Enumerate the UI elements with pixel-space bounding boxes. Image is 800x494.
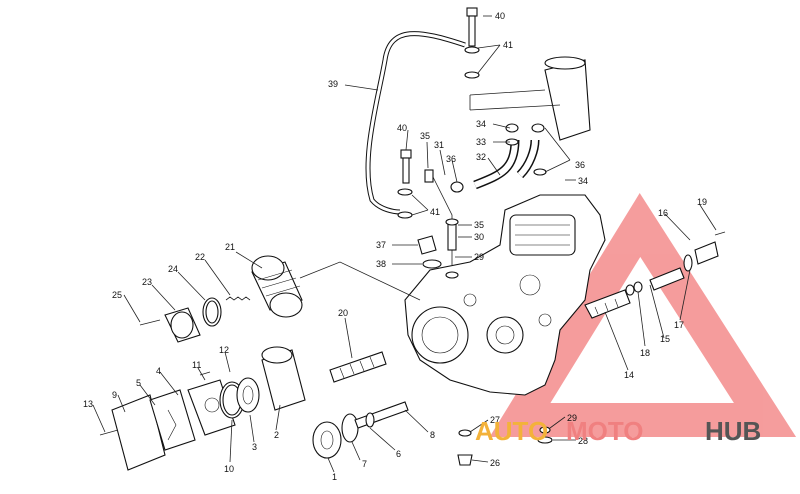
label-29: 29 bbox=[474, 252, 484, 262]
label-4: 4 bbox=[156, 366, 161, 376]
label-35: 35 bbox=[420, 131, 430, 141]
pipe-31 bbox=[424, 169, 459, 279]
drain-parts bbox=[457, 426, 553, 466]
label-40: 40 bbox=[495, 11, 505, 21]
label-24: 24 bbox=[168, 264, 178, 274]
washers-41 bbox=[397, 46, 480, 219]
label-1: 1 bbox=[332, 472, 337, 482]
label-15: 15 bbox=[660, 334, 670, 344]
label-12: 12 bbox=[219, 345, 229, 355]
spring-22 bbox=[225, 296, 251, 301]
label-38: 38 bbox=[376, 259, 386, 269]
label-23: 23 bbox=[142, 277, 152, 287]
watermark-moto: MOTO bbox=[566, 416, 644, 446]
label-31: 31 bbox=[434, 140, 444, 150]
label-6: 6 bbox=[396, 449, 401, 459]
hose-32 bbox=[450, 123, 547, 193]
label-35: 35 bbox=[474, 220, 484, 230]
label-27: 27 bbox=[490, 415, 500, 425]
label-5: 5 bbox=[136, 378, 141, 388]
label-39: 39 bbox=[328, 79, 338, 89]
label-19: 19 bbox=[697, 197, 707, 207]
watermark-hub: HUB bbox=[705, 416, 761, 446]
label-20: 20 bbox=[338, 308, 348, 318]
label-11: 11 bbox=[192, 360, 201, 370]
frame-tube bbox=[469, 56, 591, 141]
label-40: 40 bbox=[397, 123, 407, 133]
label-3: 3 bbox=[252, 442, 257, 452]
label-10: 10 bbox=[224, 464, 234, 474]
filter-cover-23 bbox=[164, 307, 201, 343]
label-34: 34 bbox=[578, 176, 588, 186]
label-17: 17 bbox=[674, 320, 684, 330]
label-16: 16 bbox=[658, 208, 668, 218]
watermark-logo bbox=[489, 193, 797, 437]
bolt-40-top bbox=[466, 7, 478, 47]
label-25: 25 bbox=[112, 290, 122, 300]
label-22: 22 bbox=[195, 252, 205, 262]
label-13: 13 bbox=[83, 399, 93, 409]
label-26: 26 bbox=[490, 458, 500, 468]
label-30: 30 bbox=[474, 232, 484, 242]
label-18: 18 bbox=[640, 348, 650, 358]
engine-block bbox=[404, 194, 606, 396]
label-28: 28 bbox=[578, 436, 588, 446]
label-33: 33 bbox=[476, 137, 486, 147]
label-41: 41 bbox=[503, 40, 513, 50]
label-41: 41 bbox=[430, 207, 440, 217]
cap-37 bbox=[417, 235, 442, 269]
strainer-20 bbox=[329, 351, 387, 383]
oil-pump-assembly bbox=[99, 346, 409, 471]
oil-filter-21 bbox=[251, 255, 303, 318]
label-36: 36 bbox=[575, 160, 585, 170]
label-36: 36 bbox=[446, 154, 456, 164]
watermark-text: AUTO MOTO HUB bbox=[475, 416, 761, 446]
bolt-40-mid bbox=[400, 149, 412, 184]
label-34: 34 bbox=[476, 119, 486, 129]
label-14: 14 bbox=[624, 370, 634, 380]
oil-line bbox=[365, 31, 466, 215]
label-9: 9 bbox=[112, 390, 117, 400]
label-32: 32 bbox=[476, 152, 486, 162]
label-2: 2 bbox=[274, 430, 279, 440]
label-29: 29 bbox=[567, 413, 577, 423]
label-8: 8 bbox=[430, 430, 435, 440]
part-labels: 40 41 39 34 33 32 36 34 40 35 31 36 41 3… bbox=[83, 11, 707, 482]
screw-25 bbox=[139, 319, 161, 326]
watermark-auto: AUTO bbox=[475, 416, 548, 446]
o-ring-24 bbox=[202, 297, 222, 327]
label-37: 37 bbox=[376, 240, 386, 250]
label-7: 7 bbox=[362, 459, 367, 469]
label-21: 21 bbox=[225, 242, 235, 252]
leader-lines bbox=[92, 15, 717, 473]
